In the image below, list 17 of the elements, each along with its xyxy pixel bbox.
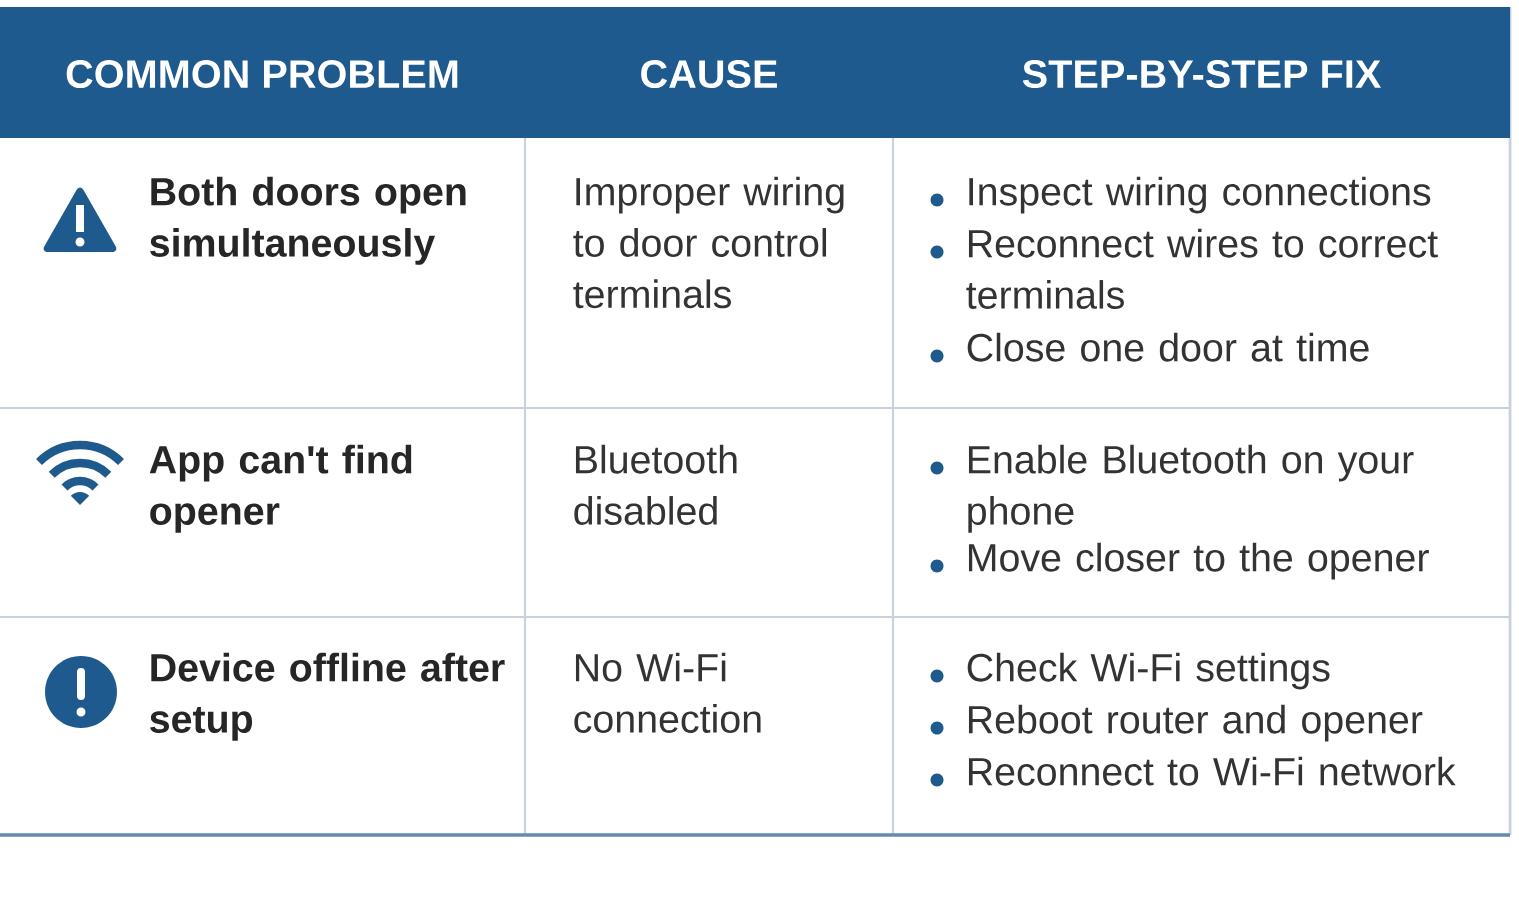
bullet-item: Reboot router and opener: [930, 704, 1423, 742]
cause-text: No Wi-Fi connection: [574, 652, 761, 733]
problem-text: App can't find opener: [149, 444, 412, 533]
header-cell: COMMON PROBLEM: [0, 7, 525, 138]
problem-text: Both doors open simultaneously: [150, 176, 466, 265]
bullet-item: Reconnect wires to correct terminals: [930, 228, 1438, 309]
bullet-item: Reconnect to Wi-Fi network: [930, 756, 1456, 787]
problem-text: Device offline after setup: [150, 652, 505, 741]
cause-text: Improper wiring to door control terminals: [573, 176, 844, 309]
bullet-item: Check Wi-Fi settings: [930, 652, 1330, 690]
header-cell: STEP-BY-STEP FIX: [893, 7, 1510, 138]
bullet-item: Close one door at time: [930, 332, 1369, 363]
bullet-item: Move closer to the opener: [930, 542, 1429, 580]
cause-text: Bluetooth disabled: [574, 444, 737, 525]
bullet-item: Inspect wiring connections: [930, 176, 1431, 214]
header-cell: CAUSE: [525, 7, 893, 138]
bullet-item: Enable Bluetooth on your phone: [930, 444, 1414, 533]
